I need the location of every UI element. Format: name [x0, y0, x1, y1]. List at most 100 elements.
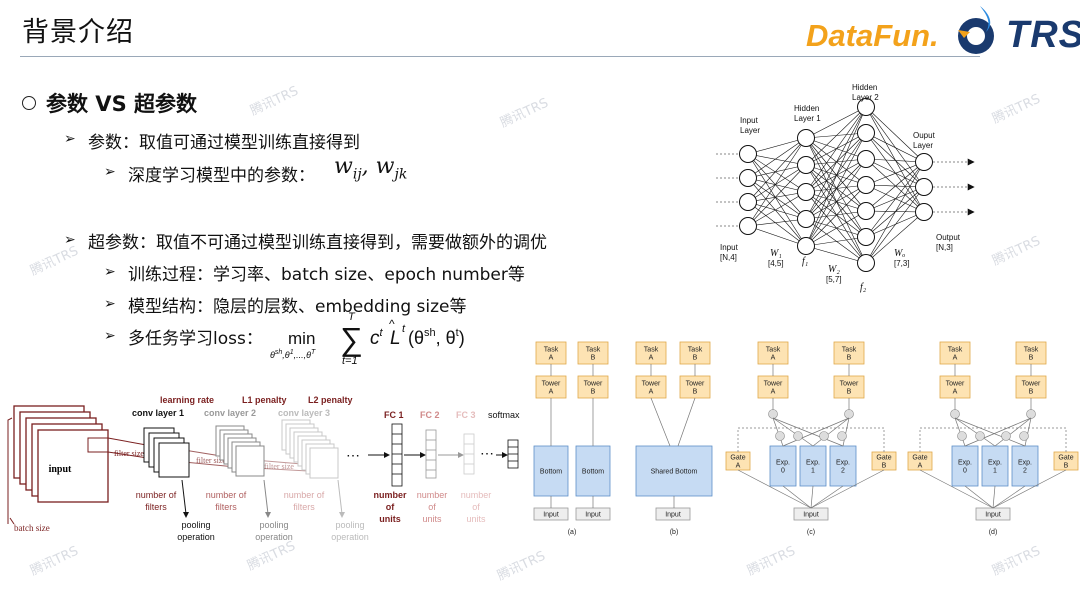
- mtl-task-box-label: Task: [586, 347, 601, 354]
- mtl-edge: [1024, 417, 1032, 447]
- trs-logo-icon: [958, 6, 994, 54]
- cnn-label: number of: [284, 490, 325, 500]
- nn-node: [739, 145, 757, 163]
- mtl-tower-box-label: B: [693, 389, 698, 396]
- nn-edge: [747, 225, 807, 247]
- mtl-tower-box-label: A: [649, 389, 654, 396]
- mtl-tower-box-label: Tower: [946, 381, 965, 388]
- nn-edge: [805, 106, 867, 193]
- nn-edge: [805, 132, 867, 247]
- nn-label: f₁: [802, 256, 808, 267]
- svg-text:ct: ct: [370, 327, 384, 349]
- hyper-item: 训练过程：学习率、batch size、epoch number等: [128, 265, 525, 285]
- mtl-caption: (d): [989, 529, 998, 536]
- nn-edge: [865, 161, 925, 212]
- mtl-edge: [992, 469, 1067, 509]
- nn-edge: [865, 211, 925, 238]
- mtl-input-box-label: Input: [803, 512, 819, 519]
- mtl-edge: [782, 485, 812, 509]
- cnn-label: softmax: [488, 410, 520, 420]
- nn-edge: [805, 106, 867, 166]
- mtl-edge: [677, 397, 696, 447]
- cnn-label: L1 penalty: [242, 395, 287, 405]
- nn-edge: [865, 106, 925, 163]
- mtl-task-box-label: Task: [948, 347, 963, 354]
- svg-text:t=1: t=1: [342, 355, 358, 367]
- cnn-label: filter size: [114, 449, 144, 458]
- nn-edge: [805, 210, 867, 220]
- nn-edge: [805, 184, 867, 247]
- cnn-label: of: [472, 502, 480, 512]
- cnn-label: pooling: [335, 520, 364, 530]
- mtl-tower-box-label: B: [591, 389, 596, 396]
- nn-label: Ouput: [913, 131, 936, 140]
- mtl-expert-box-label: 2: [1023, 468, 1027, 475]
- nn-label: [5,7]: [826, 275, 842, 284]
- nn-edge: [865, 106, 925, 213]
- cnn-label: units: [379, 514, 401, 524]
- mtl-expert-box-label: Exp.: [776, 460, 790, 467]
- nn-edge: [865, 184, 925, 188]
- nn-edge: [747, 153, 807, 193]
- nn-edge: [747, 164, 807, 203]
- nn-node: [739, 193, 757, 211]
- cnn-label: number: [461, 490, 492, 500]
- mtl-edge: [772, 417, 844, 447]
- nn-edge: [747, 177, 807, 220]
- nn-edge: [805, 164, 867, 238]
- nn-edge: [805, 184, 867, 193]
- nn-label: Hidden: [852, 83, 877, 92]
- nn-node: [739, 169, 757, 187]
- svg-text:L: L: [390, 328, 401, 349]
- nn-edge: [805, 218, 867, 264]
- mtl-edge: [782, 417, 850, 447]
- mtl-gate-box-label: A: [736, 463, 741, 470]
- nn-edge: [805, 164, 867, 186]
- mtl-task-box-label: A: [953, 355, 958, 362]
- nn-edge: [805, 106, 867, 220]
- mtl-gate-box-label: Gate: [730, 455, 745, 462]
- bullet-circle-icon: [22, 96, 36, 110]
- nn-edge: [805, 164, 867, 264]
- param-line: 参数：取值可通过模型训练直接得到: [88, 133, 360, 153]
- cnn-label: FC 1: [384, 410, 404, 420]
- title-divider: [20, 56, 980, 57]
- mtl-expert-box-label: 0: [963, 468, 967, 475]
- mtl-edge: [994, 417, 1032, 447]
- mtl-gate-node: [837, 431, 847, 441]
- cnn-label: FC 3: [456, 410, 476, 420]
- nn-edge: [747, 164, 807, 227]
- mtl-edge: [919, 469, 994, 509]
- mtl-tower-box-label: Tower: [542, 381, 561, 388]
- cnn-label: filters: [145, 502, 167, 512]
- mtl-task-box-label: B: [847, 355, 852, 362]
- nn-edge: [805, 158, 867, 166]
- param-sub: 深度学习模型中的参数：: [128, 166, 315, 186]
- mtl-gate-node: [775, 431, 785, 441]
- mtl-task-box-label: Task: [688, 347, 703, 354]
- mtl-edge: [954, 417, 1026, 447]
- nn-node: [915, 153, 933, 171]
- mtl-caption: (a): [568, 529, 577, 536]
- nn-arrowhead: [967, 208, 975, 216]
- nn-label: Output: [936, 233, 961, 242]
- mtl-tower-box-label: Tower: [840, 381, 859, 388]
- mtl-edge: [772, 417, 814, 447]
- nn-node: [857, 228, 875, 246]
- mtl-task-box-label: B: [693, 355, 698, 362]
- nn-edge: [865, 132, 925, 188]
- nn-edge: [805, 191, 867, 212]
- nn-edge: [805, 236, 867, 247]
- mtl-edge: [992, 485, 1026, 509]
- cnn-label: operation: [255, 532, 293, 542]
- nn-label: W₂: [828, 264, 840, 275]
- nn-edge: [865, 211, 925, 264]
- mtl-input-box-label: Input: [585, 512, 601, 519]
- mtl-bottom-box-label: Bottom: [582, 469, 604, 476]
- mtl-tower-box-label: Tower: [642, 381, 661, 388]
- svg-text:t: t: [402, 323, 406, 335]
- nn-edge: [805, 210, 867, 247]
- nn-edge: [865, 186, 925, 212]
- hyper-item: 模型结构：隐层的层数、embedding size等: [128, 297, 467, 317]
- mtl-gate-box-label: B: [882, 463, 887, 470]
